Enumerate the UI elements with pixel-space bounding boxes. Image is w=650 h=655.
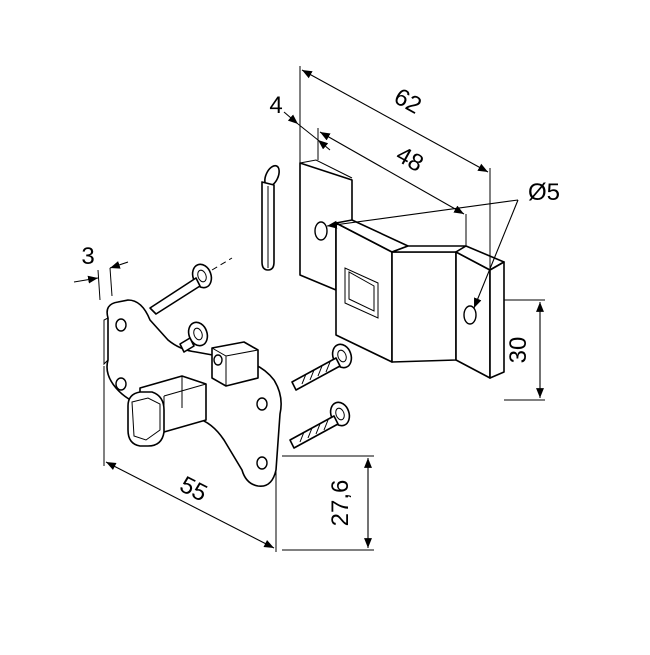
screw-top-left [149,257,233,315]
plate-hole-3 [256,397,268,411]
screw-middle-right [291,343,353,391]
wall-bracket [299,159,505,379]
dim-62-label: 62 [389,83,425,120]
dim-4-label: 4 [269,92,282,119]
plate-hole-1 [115,318,127,332]
hex-shaft-end [127,391,165,447]
bracket-hole-right [463,305,477,325]
dim-48-label: 48 [391,141,427,178]
bracket-square-hole [344,267,379,319]
split-pin [261,164,280,271]
screw-plate-small [179,321,209,353]
dim-hole-label: Ø5 [528,179,560,206]
screw-lower-right [289,401,351,449]
dimension-lines [73,66,545,552]
dim-3-label: 3 [81,243,94,270]
plate-hole-4 [256,456,268,470]
dim-55-label: 55 [175,471,211,507]
mount-plate-assembly [103,299,282,487]
bracket-hole-left [314,221,328,241]
dim-30-label: 30 [505,337,532,364]
plate-hole-2 [115,377,127,391]
dim-27-6-label: 27,6 [327,480,354,527]
